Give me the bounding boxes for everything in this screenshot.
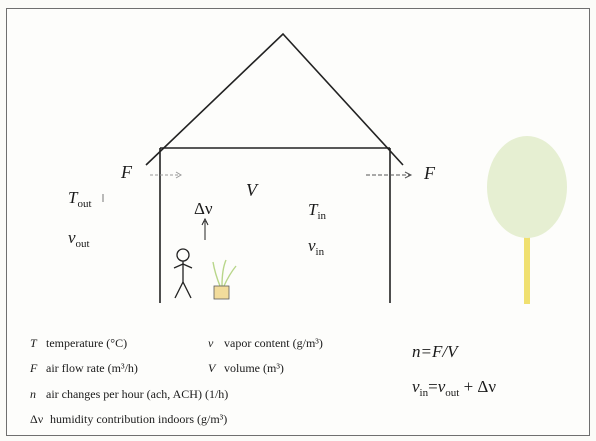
formula-vapor-balance: νin=νout + Δν xyxy=(412,377,496,399)
delta-v-label: Δν xyxy=(194,199,213,219)
tree-icon xyxy=(487,136,567,304)
flow-out-label: F xyxy=(424,163,435,184)
formula-air-changes: n=F/V xyxy=(412,342,457,362)
person-figure xyxy=(174,249,192,298)
house-roof xyxy=(146,34,403,165)
volume-label: V xyxy=(246,180,257,201)
t-in-label: Tin xyxy=(308,200,326,222)
plant-icon xyxy=(213,260,236,299)
v-out-label: νout xyxy=(68,228,90,250)
v-in-label: νin xyxy=(308,236,324,258)
t-out-label: Tout xyxy=(68,188,92,210)
flow-in-label: F xyxy=(121,162,132,183)
